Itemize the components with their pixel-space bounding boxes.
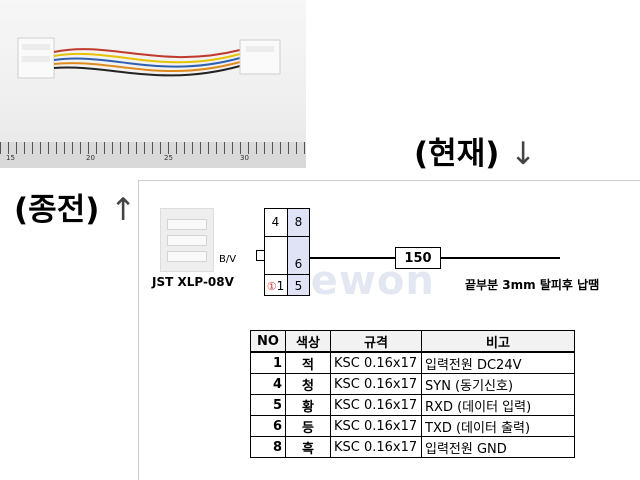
row-spec: KSC 0.16x17 <box>330 436 422 458</box>
row-no: 4 <box>250 373 286 395</box>
previous-heading-text: (종전) <box>14 192 100 228</box>
column-header-remark: 비고 <box>421 330 575 353</box>
length-box: 150 <box>395 247 441 269</box>
row-color: 황 <box>285 394 331 416</box>
current-heading-text: (현재) <box>414 136 500 172</box>
table-row: 8 흑 KSC 0.16x17 입력전원 GND <box>250 436 575 458</box>
row-no: 8 <box>250 436 286 458</box>
row-no: 5 <box>250 394 286 416</box>
row-color: 청 <box>285 373 331 395</box>
strip-note: 끝부분 3mm 탈피후 납땜 <box>465 278 600 292</box>
row-remark: 입력전원 DC24V <box>421 351 575 374</box>
top-divider <box>138 180 640 181</box>
row-remark: SYN (동기신호) <box>421 373 575 395</box>
table-row: 1 적 KSC 0.16x17 입력전원 DC24V <box>250 351 575 374</box>
row-color: 적 <box>285 351 331 374</box>
pin-divider <box>287 208 288 296</box>
row-remark: RXD (데이터 입력) <box>421 394 575 416</box>
row-spec: KSC 0.16x17 <box>330 415 422 437</box>
table-row: 4 청 KSC 0.16x17 SYN (동기신호) <box>250 373 575 395</box>
pin-row-line <box>264 236 310 237</box>
row-no: 6 <box>250 415 286 437</box>
product-photo: 15 20 25 30 <box>0 0 306 168</box>
row-spec: KSC 0.16x17 <box>330 394 422 416</box>
ruler-number: 25 <box>164 154 173 162</box>
row-remark: TXD (데이터 출력) <box>421 415 575 437</box>
connector-image <box>160 208 214 272</box>
pin-column-highlight <box>287 208 309 295</box>
column-header-no: NO <box>250 330 286 353</box>
ruler: 15 20 25 30 <box>0 142 306 168</box>
pin-label: 5 <box>294 279 303 293</box>
pin-label: 6 <box>294 257 303 271</box>
left-divider <box>138 180 139 480</box>
bv-label: B/V <box>219 254 237 265</box>
column-header-color: 색상 <box>285 330 331 353</box>
previous-heading: (종전) ↑ <box>14 184 136 229</box>
up-arrow-icon: ↑ <box>110 192 137 228</box>
row-color: 등 <box>285 415 331 437</box>
row-color: 흑 <box>285 436 331 458</box>
column-header-spec: 규격 <box>330 330 422 353</box>
pin-label: 1 <box>276 279 285 293</box>
table-row: 6 등 KSC 0.16x17 TXD (데이터 출력) <box>250 415 575 437</box>
pin-label: 8 <box>294 215 303 229</box>
wire-harness-image <box>17 37 281 79</box>
pin-one-marker: ① <box>266 279 277 293</box>
pin-row-line <box>264 274 310 275</box>
ruler-number: 20 <box>86 154 95 162</box>
ruler-number: 30 <box>240 154 249 162</box>
table-row: 5 황 KSC 0.16x17 RXD (데이터 입력) <box>250 394 575 416</box>
down-arrow-icon: ↓ <box>510 136 537 172</box>
row-spec: KSC 0.16x17 <box>330 373 422 395</box>
row-spec: KSC 0.16x17 <box>330 351 422 374</box>
connector-name: JST XLP-08V <box>152 275 234 289</box>
pin-label: 4 <box>271 215 280 229</box>
row-remark: 입력전원 GND <box>421 436 575 458</box>
current-heading: (현재) ↓ <box>414 128 536 173</box>
spec-table: NO 색상 규격 비고 1 적 KSC 0.16x17 입력전원 DC24V 4… <box>250 330 575 458</box>
ruler-number: 15 <box>6 154 15 162</box>
latch-icon <box>256 250 265 261</box>
row-no: 1 <box>250 351 286 374</box>
